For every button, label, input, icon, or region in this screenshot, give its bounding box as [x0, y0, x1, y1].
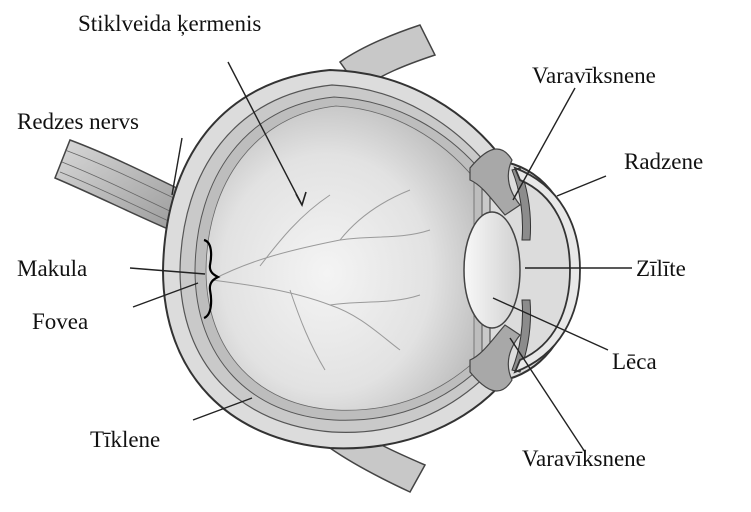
label-lens: Lēca: [612, 350, 657, 373]
label-optic-nerve: Redzes nervs: [17, 110, 139, 133]
label-vitreous: Stiklveida ķermenis: [78, 12, 261, 35]
label-iris-bottom: Varavīksnene: [522, 447, 646, 470]
label-pupil: Zīlīte: [636, 257, 686, 280]
label-macula: Makula: [17, 257, 87, 280]
label-fovea: Fovea: [32, 310, 88, 333]
label-retina: Tīklene: [90, 428, 160, 451]
label-iris-top: Varavīksnene: [532, 64, 656, 87]
lens-shape: [464, 212, 520, 328]
label-cornea: Radzene: [624, 150, 703, 173]
